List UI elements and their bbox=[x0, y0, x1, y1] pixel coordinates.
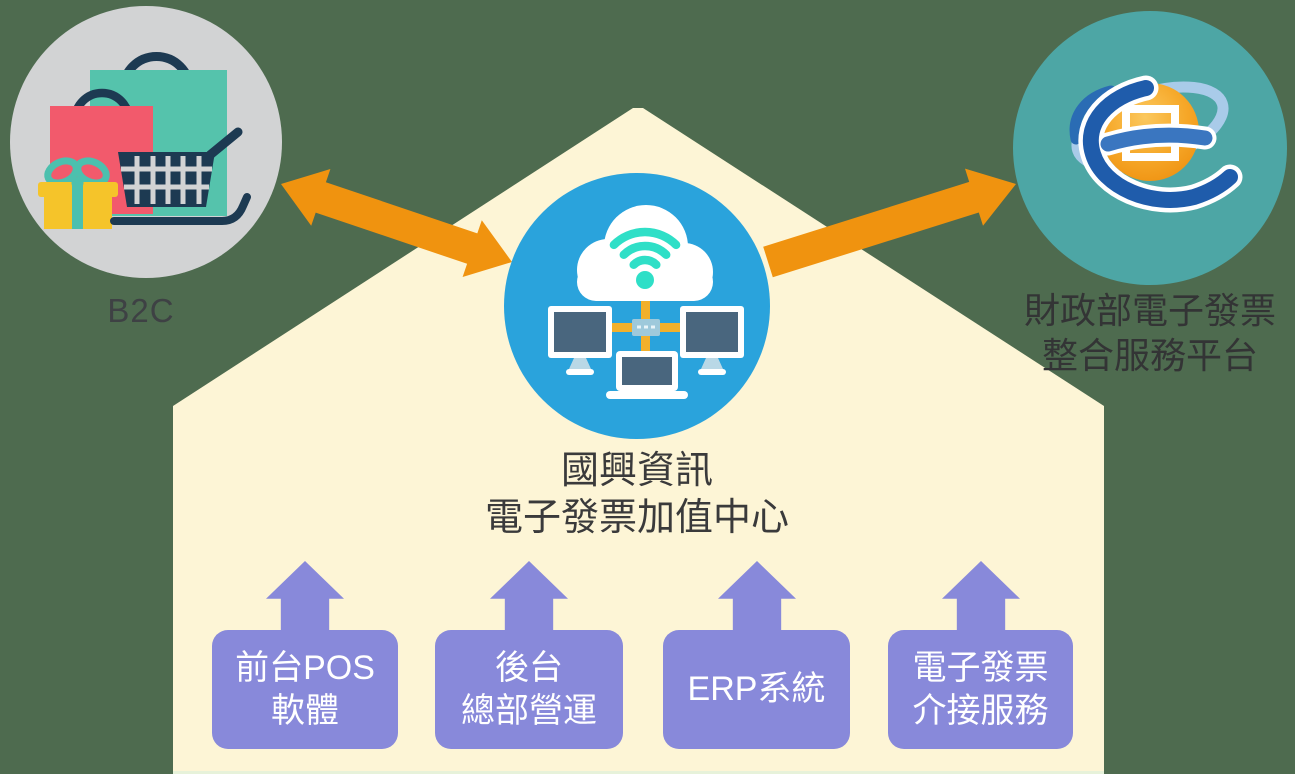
shopping-bags-cart-gift-icon bbox=[10, 6, 282, 278]
module-backend-hq: 後台 總部營運 bbox=[435, 630, 623, 749]
module-label-line: 軟體 bbox=[271, 691, 339, 730]
laptop-icon bbox=[606, 351, 688, 399]
module-label-line: 總部營運 bbox=[461, 691, 597, 730]
module-label-line: ERP系統 bbox=[687, 670, 826, 709]
center-label: 國興資訊 電子發票加值中心 bbox=[437, 448, 837, 542]
shopping-cart-icon bbox=[110, 127, 251, 225]
gift-icon bbox=[38, 157, 118, 229]
platform-node bbox=[1013, 11, 1287, 285]
b2c-label: B2C bbox=[107, 292, 175, 329]
platform-label: 財政部電子發票 整合服務平台 bbox=[1008, 288, 1292, 378]
monitor-icon bbox=[548, 306, 612, 375]
monitor-icon bbox=[680, 306, 744, 375]
module-einvoice-interface: 電子發票 介接服務 bbox=[888, 630, 1073, 749]
wifi-icon bbox=[609, 227, 681, 289]
platform-label-line1: 財政部電子發票 bbox=[1023, 290, 1276, 331]
module-label-line: 電子發票 bbox=[912, 648, 1049, 687]
e-swoosh bbox=[1078, 75, 1243, 213]
center-label-line1: 國興資訊 bbox=[560, 450, 713, 492]
module-label-line: 介接服務 bbox=[912, 691, 1049, 730]
cloud-network-icon bbox=[504, 173, 770, 439]
module-pos-frontend: 前台POS 軟體 bbox=[212, 630, 398, 749]
center-node bbox=[504, 173, 770, 439]
module-label-line: 後台 bbox=[495, 648, 563, 687]
einvoice-platform-logo bbox=[1013, 11, 1287, 285]
module-erp: ERP系統 bbox=[663, 630, 850, 749]
module-label-line: 前台POS bbox=[235, 648, 375, 687]
b2c-node bbox=[10, 6, 282, 278]
house-baseline bbox=[173, 771, 1104, 774]
center-label-line2: 電子發票加值中心 bbox=[484, 497, 789, 539]
platform-label-line2: 整合服務平台 bbox=[1041, 335, 1258, 376]
